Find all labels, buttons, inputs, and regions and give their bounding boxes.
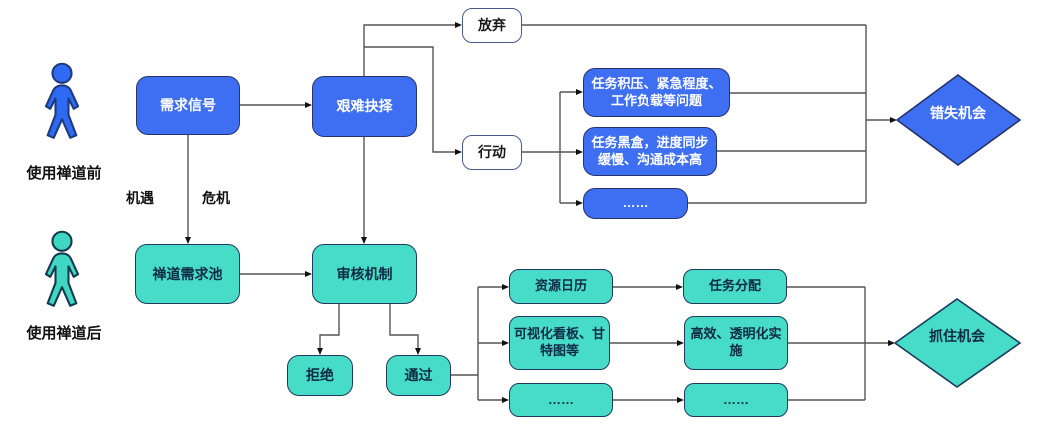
node-hard-choice: 艰难抉择 [312,76,417,137]
connector-line [317,304,340,355]
section-label-before: 使用禅道前 [26,165,102,182]
node-ellipsis-top: …… [583,188,688,219]
node-zentao-pool: 禅道需求池 [135,244,240,304]
node-ellipsis-bottom-left: …… [509,383,613,417]
node-efficient-transparent: 高效、透明化实施 [684,316,788,370]
node-seize-opportunity-label: 抓住机会 [929,328,985,344]
node-resource-calendar: 资源日历 [509,269,613,304]
node-task-backlog: 任务积压、紧急程度、工作负载等问题 [583,68,730,117]
connector-line [363,22,462,76]
connector-line [389,304,421,355]
node-ellipsis-bottom-right: …… [684,383,788,417]
node-give-up: 放弃 [462,8,522,43]
edge-label-crisis: 危机 [202,190,230,206]
miss-opportunity-diamond [895,74,1022,166]
node-task-assignment: 任务分配 [683,269,787,304]
connector-group [185,22,897,403]
node-pass: 通过 [386,355,451,396]
node-miss-opportunity-label: 错失机会 [930,105,986,121]
person-before-icon [36,62,88,145]
edge-label-opportunity: 机遇 [126,190,154,206]
person-after-icon [36,230,88,313]
node-kanban-gantt: 可视化看板、甘特图等 [509,316,610,370]
node-demand-signal: 需求信号 [136,76,240,135]
connector-line [364,46,462,155]
section-label-after: 使用禅道后 [26,325,102,342]
seize-opportunity-diamond [893,298,1022,388]
node-task-blackbox: 任务黑盒，进度同步缓慢、沟通成本高 [583,127,717,176]
node-reject: 拒绝 [287,355,353,396]
node-act: 行动 [462,135,522,170]
node-review-mechanism: 审核机制 [312,244,417,304]
